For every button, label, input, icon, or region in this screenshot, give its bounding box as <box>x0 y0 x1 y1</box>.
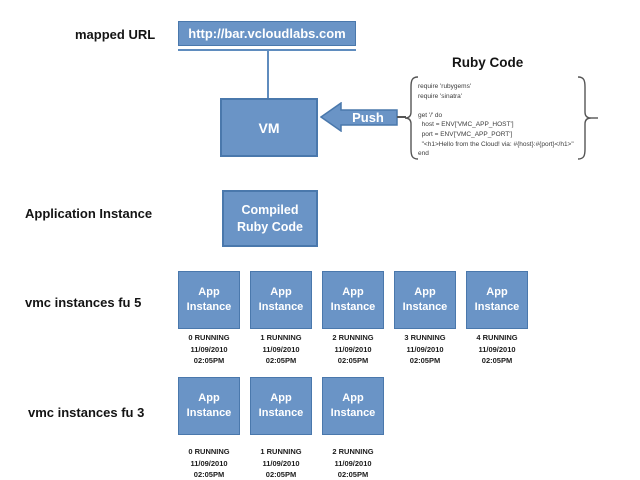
instance-status: 0 RUNNING <box>188 447 230 456</box>
mapped-url-label: mapped URL <box>75 27 156 42</box>
code-line <box>418 101 578 111</box>
instance-status-caption: 0 RUNNING 11/09/2010 02:05PM <box>178 332 240 367</box>
instance-status-caption: 4 RUNNING 11/09/2010 02:05PM <box>466 332 528 367</box>
url-vm-connector-line <box>267 51 269 98</box>
vm-box: VM <box>220 98 318 157</box>
instance-status-caption: 1 RUNNING 11/09/2010 02:05PM <box>250 332 312 367</box>
instance-date: 11/09/2010 <box>478 344 516 354</box>
instance-time: 02:05PM <box>337 470 369 479</box>
row-label-fu3: vmc instances fu 3 <box>28 405 145 420</box>
instance-status-caption: 2 RUNNING 11/09/2010 02:05PM <box>322 332 384 367</box>
instance-time: 02:05PM <box>265 356 297 365</box>
application-instance-label: Application Instance <box>25 206 153 221</box>
push-arrow-label: Push <box>352 110 384 125</box>
instance-date: 11/09/2010 <box>190 344 228 354</box>
code-line: require 'rubygems' <box>418 83 472 90</box>
code-line: require 'sinatra' <box>418 92 463 100</box>
instance-time: 02:05PM <box>265 470 297 479</box>
instance-date: 11/09/2010 <box>406 344 444 354</box>
instance-status-caption: 2 RUNNING 11/09/2010 02:05PM <box>322 446 384 480</box>
instance-status-caption: 1 RUNNING 11/09/2010 02:05PM <box>250 446 312 480</box>
instance-status: 4 RUNNING <box>476 333 518 342</box>
instance-time: 02:05PM <box>193 470 225 479</box>
compiled-ruby-code-box: Compiled Ruby Code <box>222 190 318 247</box>
app-instance-box: App Instance <box>322 271 384 329</box>
instance-time: 02:05PM <box>481 356 513 365</box>
instance-status: 1 RUNNING <box>260 333 302 342</box>
arrow-brace-dash <box>397 116 406 118</box>
left-brace-icon <box>404 76 419 160</box>
code-line: host = ENV['VMC_APP_HOST'] <box>418 121 514 129</box>
instance-status: 3 RUNNING <box>404 333 446 342</box>
mapped-url-box: http://bar.vcloudlabs.com <box>178 21 356 46</box>
compiled-box-line1: Compiled <box>241 203 299 218</box>
app-instance-box: App Instance <box>394 271 456 329</box>
ruby-code-block: require 'rubygems' require 'sinatra' get… <box>418 82 578 159</box>
instance-date: 11/09/2010 <box>262 344 300 354</box>
app-instance-box: App Instance <box>178 377 240 435</box>
instance-status: 0 RUNNING <box>188 333 230 342</box>
instance-status: 2 RUNNING <box>332 333 374 342</box>
push-arrow: Push <box>320 102 398 132</box>
instance-date: 11/09/2010 <box>334 344 372 354</box>
app-instance-box: App Instance <box>178 271 240 329</box>
instance-status: 2 RUNNING <box>332 447 374 456</box>
instance-time: 02:05PM <box>337 356 369 365</box>
compiled-box-line2: Ruby Code <box>237 219 303 234</box>
instance-date: 11/09/2010 <box>190 458 228 468</box>
app-instance-box: App Instance <box>322 377 384 435</box>
app-instance-box: App Instance <box>466 271 528 329</box>
instance-time: 02:05PM <box>193 356 225 365</box>
code-line: port = ENV['VMC_APP_PORT'] <box>418 130 513 138</box>
app-instance-box: App Instance <box>250 377 312 435</box>
instance-date: 11/09/2010 <box>262 458 300 468</box>
code-line: get '/' do <box>418 111 443 119</box>
code-line: end <box>418 150 429 158</box>
instance-status: 1 RUNNING <box>260 447 302 456</box>
push-arrow-shape <box>320 102 398 132</box>
instance-status-caption: 3 RUNNING 11/09/2010 02:05PM <box>394 332 456 367</box>
ruby-code-title: Ruby Code <box>452 55 524 70</box>
right-brace-icon <box>577 76 598 160</box>
row-label-fu5: vmc instances fu 5 <box>25 295 142 310</box>
instance-time: 02:05PM <box>409 356 441 365</box>
instance-date: 11/09/2010 <box>334 458 372 468</box>
code-line: "<h1>Hello from the Cloud! via: #{host}:… <box>418 140 574 148</box>
instance-status-caption: 0 RUNNING 11/09/2010 02:05PM <box>178 446 240 480</box>
app-instance-box: App Instance <box>250 271 312 329</box>
url-bracket-line <box>178 49 356 51</box>
